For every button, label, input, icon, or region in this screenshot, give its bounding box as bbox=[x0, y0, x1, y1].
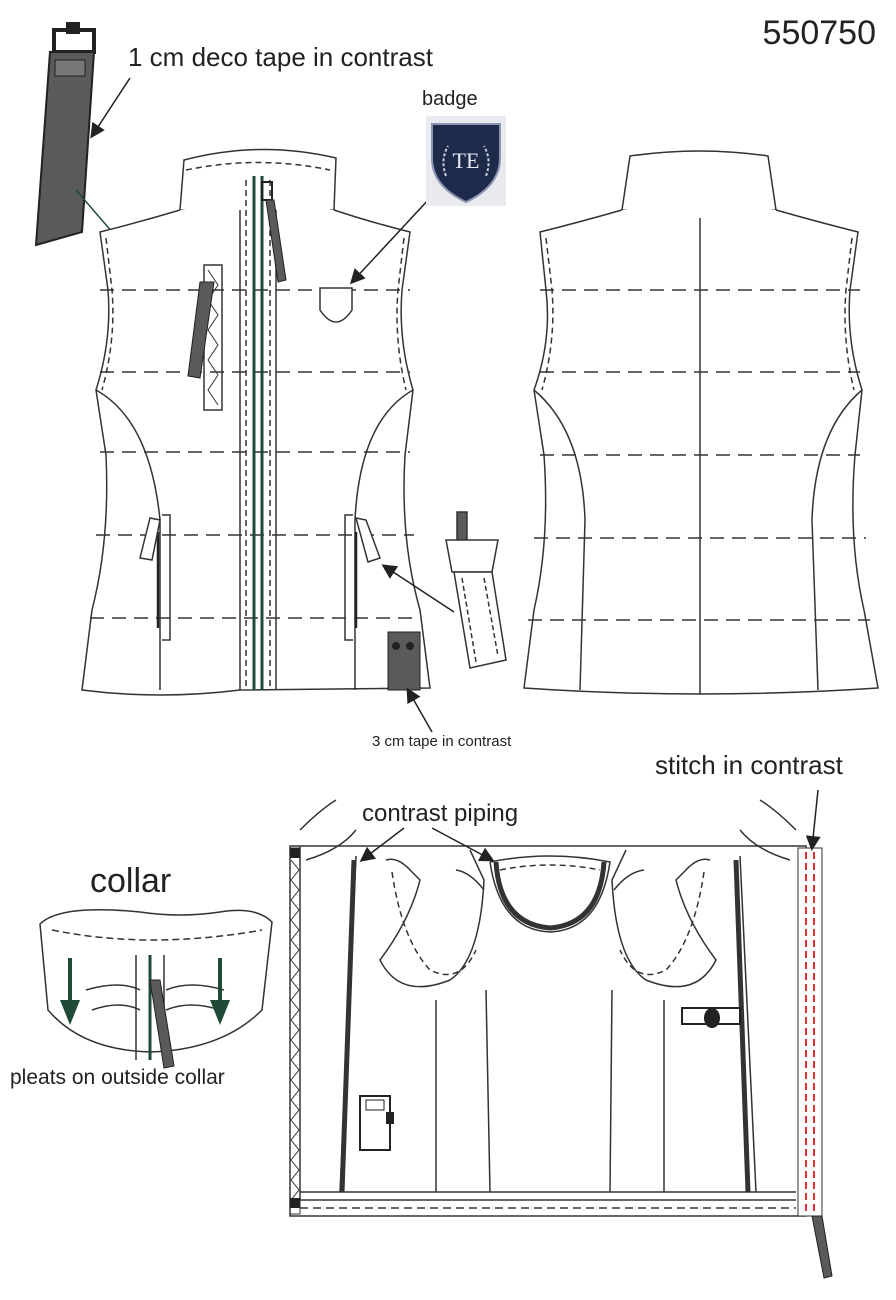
pull-tab-detail bbox=[445, 511, 507, 669]
front-vest bbox=[81, 148, 431, 696]
piping-arrow-left bbox=[359, 827, 405, 862]
zipper-pull-icon bbox=[261, 181, 287, 283]
pleat-arrow-left-icon bbox=[60, 958, 80, 1025]
tape-3cm-arrow bbox=[406, 687, 433, 733]
chest-badge-outline bbox=[319, 287, 353, 323]
tape-3cm-label: 3 cm tape in contrast bbox=[372, 733, 512, 750]
contrast-piping-right bbox=[733, 859, 751, 1193]
collar-zipper-pull-icon bbox=[149, 979, 175, 1069]
piping-arrow-right bbox=[431, 827, 495, 862]
stitch-arrow bbox=[805, 789, 821, 851]
contrast-piping-label: contrast piping bbox=[362, 800, 519, 827]
badge-monogram: TE bbox=[453, 148, 480, 173]
deco-tape-detail bbox=[34, 22, 96, 247]
tape-3cm-tab bbox=[387, 631, 421, 691]
pleat-arrow-right-icon bbox=[210, 958, 230, 1025]
side-pocket-right bbox=[344, 514, 381, 641]
inside-tab bbox=[681, 1007, 741, 1028]
contrast-piping-left bbox=[339, 859, 357, 1193]
chest-pocket-zipper bbox=[187, 264, 223, 411]
deco-tape-label: 1 cm deco tape in contrast bbox=[128, 42, 433, 72]
back-vest bbox=[523, 150, 879, 695]
inside-lining-view bbox=[289, 799, 807, 1217]
style-number: 550750 bbox=[762, 14, 876, 52]
pleats-label: pleats on outside collar bbox=[10, 1066, 225, 1089]
side-pocket-left bbox=[139, 514, 171, 641]
badge-label: badge bbox=[422, 88, 478, 110]
badge-arrow bbox=[349, 197, 431, 285]
deco-tape-arrow bbox=[90, 77, 131, 139]
stitch-contrast-label: stitch in contrast bbox=[655, 750, 843, 780]
collar-label: collar bbox=[90, 862, 172, 900]
contrast-piping-neck bbox=[493, 861, 607, 931]
lining-left-zip-edge bbox=[289, 847, 301, 1215]
contrast-stitch-edge bbox=[797, 847, 833, 1279]
pull-tab-arrow bbox=[381, 564, 455, 613]
inside-pocket bbox=[359, 1095, 394, 1151]
badge-icon: TE bbox=[426, 116, 506, 206]
